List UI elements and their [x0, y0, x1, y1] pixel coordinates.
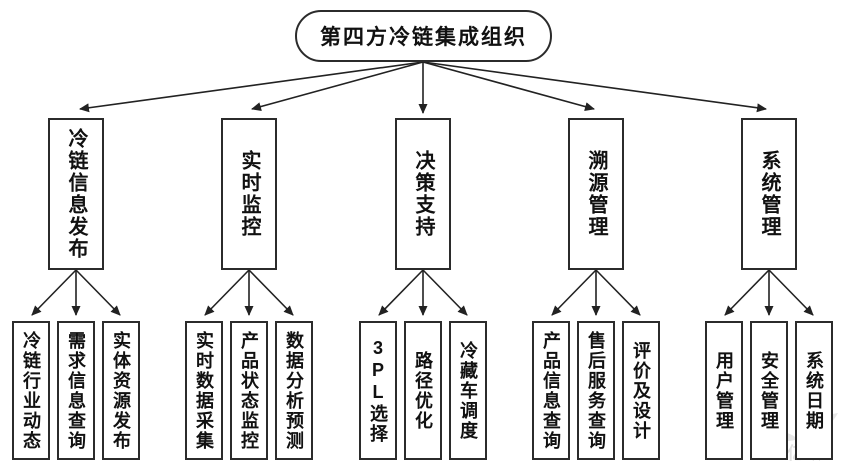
- root-to-branch-arrows: [79, 61, 767, 114]
- leaf-node-real-time-data-collection: 实时数据采集: [185, 321, 223, 460]
- leaf-label: 安全管理: [759, 350, 779, 431]
- leaf-node-3pl-selection: 3PL选择: [359, 321, 397, 460]
- branch-node-cold-chain-info-release: 冷链信息发布: [48, 118, 104, 270]
- leaf-label: 路径优化: [413, 350, 433, 431]
- branch-label: 系统管理: [758, 150, 780, 238]
- branch-label: 冷链信息发布: [65, 128, 87, 260]
- leaf-label: 实时数据采集: [194, 330, 214, 451]
- branch-node-real-time-monitoring: 实时监控: [221, 118, 277, 270]
- leaf-node-route-optimization: 路径优化: [404, 321, 442, 460]
- leaf-node-refrigerated-truck-dispatch: 冷藏车调度: [449, 321, 487, 460]
- leaf-node-security-management: 安全管理: [750, 321, 788, 460]
- leaf-label: 冷藏车调度: [458, 340, 478, 441]
- leaf-label: 产品信息查询: [541, 330, 561, 451]
- leaf-label: 系统日期: [804, 350, 824, 431]
- leaf-label: 售后服务查询: [586, 330, 606, 451]
- branch-label: 实时监控: [238, 150, 260, 238]
- branch-node-system-management: 系统管理: [741, 118, 797, 270]
- root-node: 第四方冷链集成组织: [295, 10, 552, 62]
- leaf-node-evaluation-and-design: 评价及设计: [622, 321, 660, 460]
- branch-to-leaf-arrows: [31, 269, 814, 316]
- leaf-label: 数据分析预测: [284, 330, 304, 451]
- leaf-node-data-analysis-forecast: 数据分析预测: [275, 321, 313, 460]
- branch-node-traceability-management: 溯源管理: [568, 118, 624, 270]
- leaf-node-product-status-monitoring: 产品状态监控: [230, 321, 268, 460]
- branch-node-decision-support: 决策支持: [395, 118, 451, 270]
- branch-label: 决策支持: [412, 150, 434, 238]
- leaf-node-user-management: 用户管理: [705, 321, 743, 460]
- leaf-label: 产品状态监控: [239, 330, 259, 451]
- leaf-node-product-info-query: 产品信息查询: [532, 321, 570, 460]
- leaf-node-entity-resource-release: 实体资源发布: [102, 321, 140, 460]
- branch-label: 溯源管理: [585, 150, 607, 238]
- leaf-label: 实体资源发布: [111, 330, 131, 451]
- leaf-label: 3PL选择: [368, 337, 388, 444]
- leaf-node-demand-info-query: 需求信息查询: [57, 321, 95, 460]
- leaf-label: 评价及设计: [631, 340, 651, 441]
- leaf-node-system-date: 系统日期: [795, 321, 833, 460]
- leaf-label: 用户管理: [714, 350, 734, 431]
- leaf-label: 冷链行业动态: [21, 330, 41, 451]
- leaf-node-cold-chain-industry-trends: 冷链行业动态: [12, 321, 50, 460]
- leaf-node-after-sales-service-query: 售后服务查询: [577, 321, 615, 460]
- root-node-label: 第四方冷链集成组织: [320, 26, 527, 49]
- leaf-label: 需求信息查询: [66, 330, 86, 451]
